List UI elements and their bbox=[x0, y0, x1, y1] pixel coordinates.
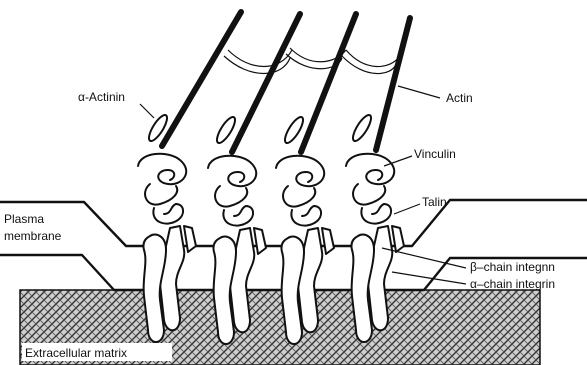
beta-chain-integrin-label: β–chain integnn bbox=[470, 260, 555, 274]
actin-filaments bbox=[162, 12, 410, 152]
alpha-chain-integrin-label: α–chain integrin bbox=[470, 277, 555, 291]
plasma-membrane-label-line2: membrane bbox=[4, 229, 62, 243]
actin-label: Actin bbox=[446, 91, 473, 105]
alpha-actinin-shape bbox=[350, 113, 374, 144]
talin-shape bbox=[361, 204, 391, 224]
vinculin-shape bbox=[346, 154, 394, 205]
actinin-crosslinks bbox=[224, 48, 400, 74]
vinculin-shape bbox=[276, 156, 324, 207]
talin-label: Talin bbox=[422, 195, 447, 209]
talin-shape bbox=[223, 206, 253, 226]
extracellular-matrix-label: Extracellular matrix bbox=[25, 346, 127, 360]
talin-shape bbox=[153, 204, 183, 224]
vinculin-label: Vinculin bbox=[414, 147, 456, 161]
vinculin-shape bbox=[138, 154, 186, 205]
talin-shape bbox=[291, 206, 321, 226]
plasma-membrane-label-line1: Plasma bbox=[4, 212, 44, 226]
alpha-actinin-label: α-Actinin bbox=[78, 90, 125, 104]
vinculin-shape bbox=[208, 156, 256, 207]
